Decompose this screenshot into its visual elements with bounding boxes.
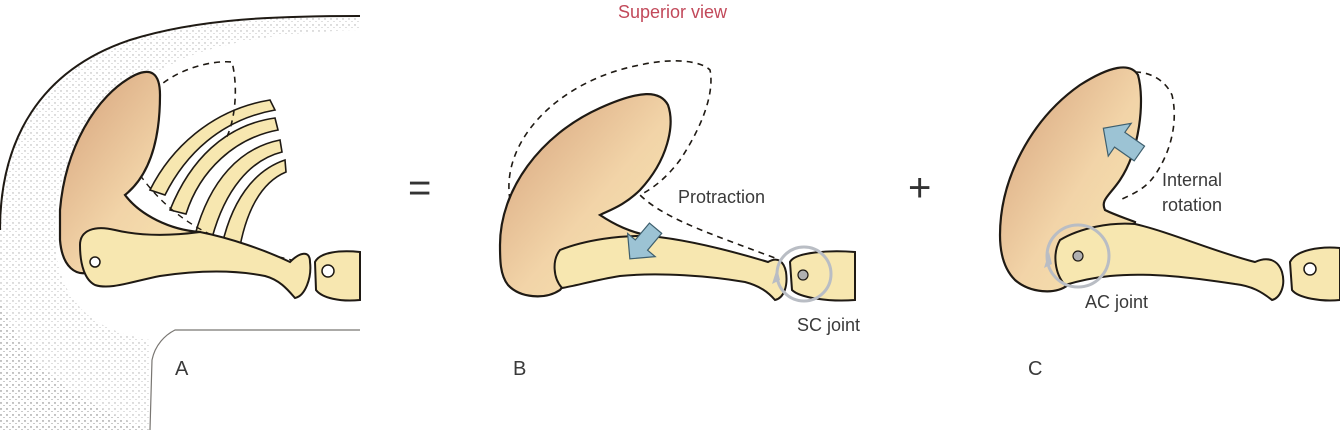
internal-rotation-label-line2: rotation [1162, 195, 1223, 215]
joint-circle-icon [772, 245, 833, 303]
sternum-c [1288, 246, 1340, 302]
internal-rotation-arrow-icon [1102, 122, 1146, 162]
sc-joint-label: SC joint [797, 315, 861, 335]
panel-b [498, 60, 856, 303]
sternum-b [788, 250, 856, 302]
dashed-outline-a [154, 60, 237, 141]
panel-c-letter: C [1028, 358, 1043, 380]
sternum-a [313, 250, 361, 302]
protraction-arrow-icon [626, 222, 663, 260]
dashed-outline-b [508, 60, 776, 259]
protraction-label: Protraction [678, 187, 766, 207]
panel-a-letter: A [175, 358, 189, 380]
internal-rotation-label-line1: Internal [1162, 170, 1223, 190]
plus-operator: + [908, 166, 932, 210]
panel-a [0, 15, 361, 430]
panel-c [998, 66, 1340, 302]
joint-circle-icon [1044, 223, 1111, 289]
dashed-outline-c [1119, 71, 1175, 201]
panel-b-letter: B [513, 358, 527, 380]
equals-operator: = [408, 166, 432, 210]
ac-joint-label: AC joint [1085, 292, 1149, 312]
ribs [148, 99, 287, 259]
figure-title: Superior view [618, 2, 728, 22]
